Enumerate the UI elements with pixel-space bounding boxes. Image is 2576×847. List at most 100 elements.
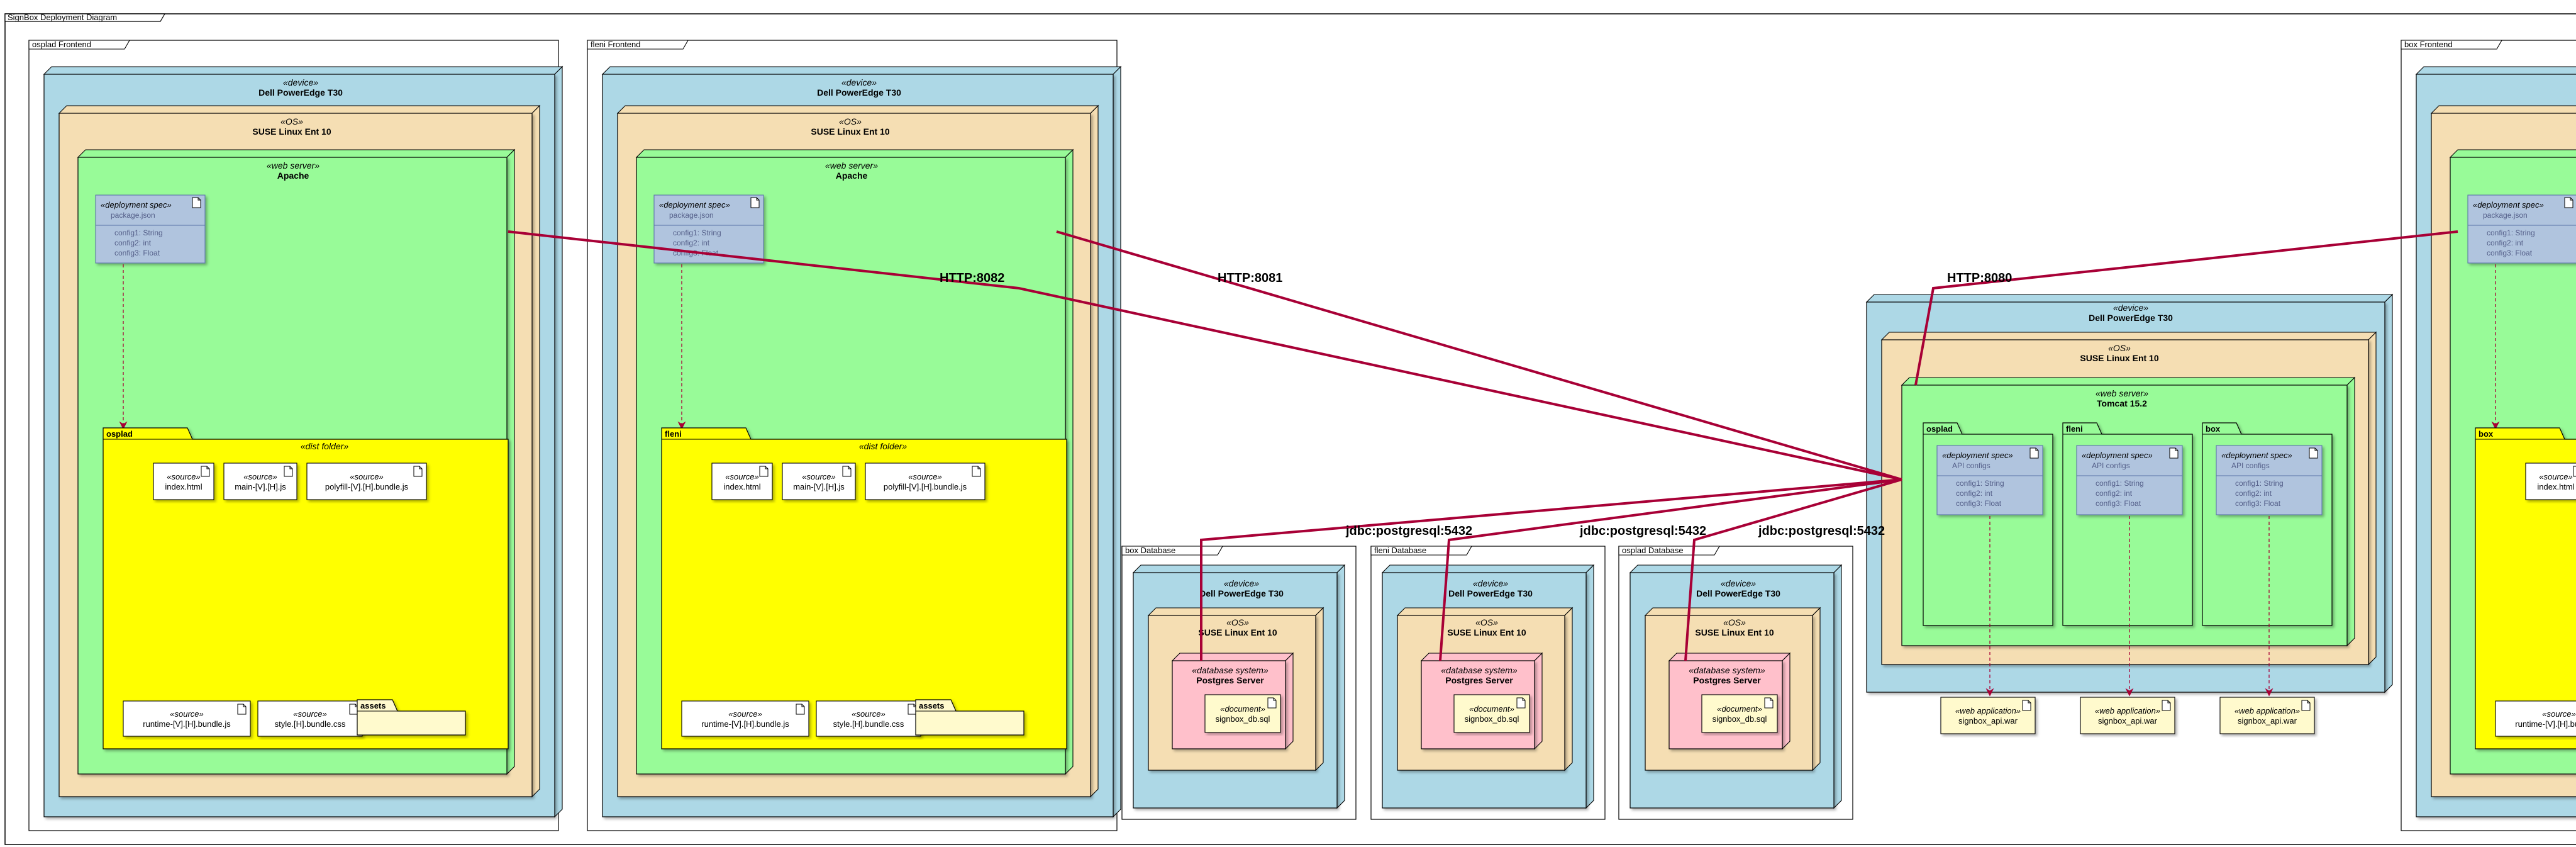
source-artifact-name: polyfill-[V].[H].bundle.js <box>884 482 967 491</box>
source-artifact: «source»main-[V].[H].js <box>782 463 856 500</box>
deployment-spec-box <box>1936 445 2043 515</box>
deployment-spec-box <box>2467 194 2576 264</box>
deployment-spec-stereotype: «deployment spec» <box>2082 451 2153 460</box>
assets-folder: assets <box>357 699 466 736</box>
source-artifact-name: runtime-[V].[H].bundle.js <box>701 719 789 729</box>
database-system-stereotype: «database system» <box>1441 665 1518 675</box>
file-icon <box>192 197 201 208</box>
source-artifact-name: style.[H].bundle.css <box>275 719 346 729</box>
deployment-spec-name: API configs <box>1952 461 1990 470</box>
file-icon <box>201 466 210 477</box>
webserver-stereotype: «web server» <box>267 160 319 171</box>
database-frame-title: box Database <box>1125 546 1175 555</box>
database-system-node-side <box>1285 652 1294 750</box>
deployment-spec-box <box>2076 445 2183 515</box>
database-frame-tab <box>1370 546 1472 556</box>
file-icon <box>2564 197 2573 208</box>
config-row: config3: Float <box>114 249 160 257</box>
device-stereotype: «device» <box>2113 303 2148 313</box>
document-artifact-name: signbox_db.sql <box>1713 714 1767 724</box>
config-row: config2: int <box>2487 238 2524 247</box>
deployment-spec-box <box>95 194 206 264</box>
device-node-side <box>1585 564 1594 809</box>
dist-folder-stereotype: «dist folder» <box>301 441 348 451</box>
webapp-artifact-stereotype: «web application» <box>1955 706 2021 715</box>
file-icon <box>237 704 247 715</box>
config-row: config3: Float <box>2235 499 2281 508</box>
source-artifact: «source»polyfill-[V].[H].bundle.js <box>306 463 427 500</box>
document-artifact: «document»signbox_db.sql <box>1204 694 1281 733</box>
jdbc-link <box>1684 478 1902 661</box>
source-artifact-box <box>2495 700 2576 737</box>
device-stereotype: «device» <box>1721 578 1756 588</box>
file-icon-fold <box>206 466 209 469</box>
webapp-artifact-name: signbox_api.war <box>2098 716 2158 726</box>
frontend-frame-tab <box>28 40 130 50</box>
app-package-label: box <box>2206 424 2221 434</box>
os-name: SUSE Linux Ent 10 <box>1198 627 1277 637</box>
source-artifact: «source»runtime-[V].[H].bundle.js <box>681 700 809 737</box>
source-artifact-stereotype: «source» <box>852 709 885 719</box>
assets-folder-label: assets <box>919 701 944 710</box>
diagram-title-tab <box>4 13 166 22</box>
webapp-artifact-box <box>2080 697 2175 734</box>
os-node-top <box>1147 607 1324 616</box>
source-artifact: «source»index.html <box>711 463 773 500</box>
webapp-artifact-box <box>1940 697 2036 734</box>
device-node-side <box>1336 564 1345 809</box>
file-icon <box>2022 700 2031 711</box>
device-node-side <box>1833 564 1842 809</box>
document-artifact-name: signbox_db.sql <box>1465 714 1519 724</box>
file-icon-fold <box>801 704 804 707</box>
database-system-node-side <box>1782 652 1790 750</box>
file-icon-fold <box>2570 198 2573 201</box>
http-link <box>1914 230 2458 386</box>
app-package-label: fleni <box>2066 424 2083 434</box>
device-node-top <box>43 66 564 75</box>
assets-folder-label: assets <box>360 701 386 710</box>
frontend-frame-title: fleni Frontend <box>591 40 641 49</box>
file-icon <box>349 704 358 715</box>
config-row: config1: String <box>2096 479 2144 488</box>
link-label: HTTP:8080 <box>1947 271 2012 285</box>
tomcat-node-side <box>2346 376 2355 647</box>
config-row: config3: Float <box>2096 499 2141 508</box>
os-stereotype: «OS» <box>280 116 303 126</box>
database-system-node-top <box>1668 653 1791 661</box>
os-node-top <box>58 105 541 114</box>
deployment-spec-stereotype: «deployment spec» <box>101 200 172 210</box>
database-system-name: Postgres Server <box>1445 675 1513 685</box>
database-frame-title: fleni Database <box>1374 546 1426 555</box>
source-artifact-box <box>2525 463 2576 500</box>
deployment-spec-box <box>653 194 764 264</box>
webapp-artifact-stereotype: «web application» <box>2235 706 2300 715</box>
os-stereotype: «OS» <box>2108 343 2131 353</box>
source-artifact-stereotype: «source» <box>802 472 835 481</box>
frontend-frame-tab <box>587 40 689 50</box>
file-icon-fold <box>2035 448 2038 451</box>
link-label: HTTP:8081 <box>1218 271 1282 285</box>
webserver-stereotype: «web server» <box>2096 388 2148 398</box>
file-icon <box>759 466 769 477</box>
source-artifact-name: main-[V].[H].js <box>793 482 845 491</box>
source-artifact-stereotype: «source» <box>728 709 762 719</box>
link-label: jdbc:postgresql:5432 <box>1579 524 1706 538</box>
source-artifact-name: index.html <box>723 482 760 491</box>
device-name: Dell PowerEdge T30 <box>817 87 901 98</box>
file-icon <box>908 704 917 715</box>
source-artifact-stereotype: «source» <box>350 472 383 481</box>
deployment-spec-stereotype: «deployment spec» <box>2221 451 2292 460</box>
os-node-side <box>1564 607 1573 771</box>
file-icon-fold <box>1273 698 1276 701</box>
webserver-node-top <box>2449 149 2576 158</box>
diagram-frame <box>4 13 2576 845</box>
source-artifact-stereotype: «source» <box>167 472 200 481</box>
file-icon <box>284 466 293 477</box>
backend-device-node-top <box>1865 294 2394 303</box>
